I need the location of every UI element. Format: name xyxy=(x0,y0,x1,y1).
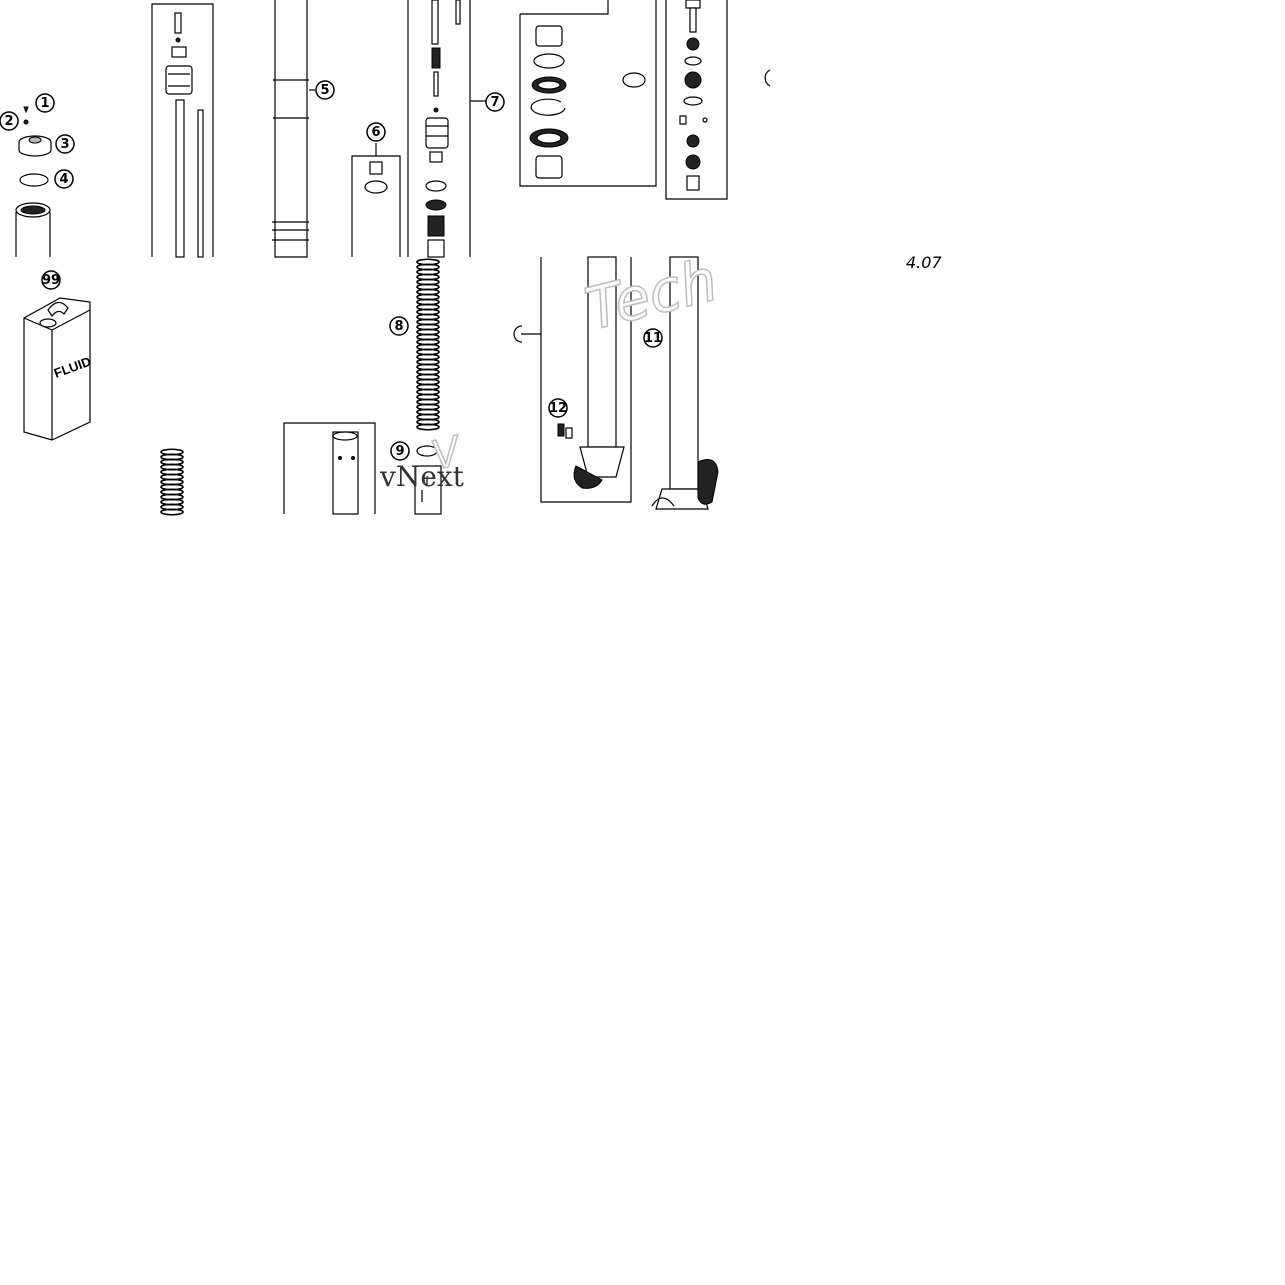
callout-label: 4 xyxy=(59,172,68,187)
callout-5: 5 xyxy=(315,80,335,100)
main-spring xyxy=(416,258,440,431)
seal-box xyxy=(519,0,657,187)
callout-label: 2 xyxy=(4,114,13,129)
top-panel xyxy=(15,0,771,258)
callout-label: 11 xyxy=(644,331,662,346)
small-spring xyxy=(160,448,184,516)
callout-2: 2 xyxy=(0,111,19,131)
valve-box xyxy=(665,0,728,200)
callout-4: 4 xyxy=(54,169,74,189)
outer-tube xyxy=(272,0,315,258)
callout-8: 8 xyxy=(389,316,409,336)
callout-12: 12 xyxy=(548,398,568,418)
inner-tube-box xyxy=(283,422,376,515)
watermark-vnext: vNext xyxy=(379,460,465,493)
bottom-panel-right xyxy=(513,256,719,510)
callout-99: 99 xyxy=(41,270,61,290)
callout-label: 12 xyxy=(549,401,567,416)
callout-1: 1 xyxy=(35,93,55,113)
callout-label: 6 xyxy=(371,125,380,140)
callout-9: 9 xyxy=(390,441,410,461)
part-9 xyxy=(414,445,442,515)
callout-label: 1 xyxy=(40,96,49,111)
callout-label: 5 xyxy=(320,83,329,98)
callout-3: 3 xyxy=(55,134,75,154)
callout-label: 7 xyxy=(490,95,499,110)
callout-label: 99 xyxy=(42,273,60,288)
damper-box xyxy=(407,0,486,258)
diagram-code: 4.07 xyxy=(906,253,942,272)
callout-label: 3 xyxy=(60,137,69,152)
bottom-panel-left: FLUID xyxy=(23,258,442,516)
fluid-can: FLUID xyxy=(23,297,93,441)
cartridge-box xyxy=(151,3,214,258)
part-6-box xyxy=(351,143,401,257)
callout-6: 6 xyxy=(366,122,386,142)
callout-label: 8 xyxy=(394,319,403,334)
callout-11: 11 xyxy=(643,328,663,348)
callout-7: 7 xyxy=(485,92,505,112)
callout-label: 9 xyxy=(395,444,404,459)
cap-assembly xyxy=(15,106,52,257)
